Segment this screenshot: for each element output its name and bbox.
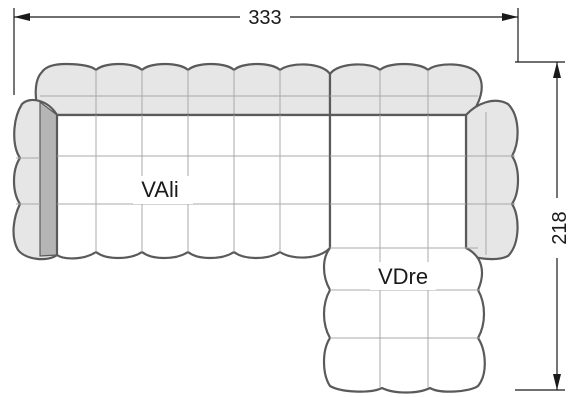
- left-seat-label-bg: [133, 176, 193, 204]
- left-seat-module: [55, 113, 332, 260]
- right-armrest-seams: [466, 112, 515, 255]
- left-backrest-seams: [40, 70, 330, 115]
- left-seat-label: VAli: [141, 177, 179, 202]
- depth-dimension: 218: [515, 61, 571, 391]
- left-armrest-seams: [16, 157, 40, 205]
- depth-dim-arrow-bottom: [553, 374, 561, 390]
- width-dimension: 333: [13, 7, 519, 95]
- width-dim-arrow-left: [14, 13, 30, 21]
- right-backrest-seams: [330, 70, 478, 115]
- width-dim-arrow-right: [502, 13, 518, 21]
- right-chaise-label-bg: [370, 262, 436, 290]
- left-armrest-inner-shade: [39, 100, 58, 257]
- right-backrest: [328, 62, 483, 117]
- depth-dim-arrow-top: [553, 62, 561, 78]
- right-chaise-module: [322, 113, 486, 394]
- right-chaise-grid: [330, 115, 480, 388]
- width-dimension-label: 333: [248, 7, 281, 29]
- left-seat-grid: [57, 115, 330, 252]
- right-armrest: [464, 99, 520, 261]
- left-backrest: [34, 62, 332, 117]
- right-chaise-label: VDre: [378, 264, 428, 289]
- depth-dimension-label: 218: [549, 211, 571, 244]
